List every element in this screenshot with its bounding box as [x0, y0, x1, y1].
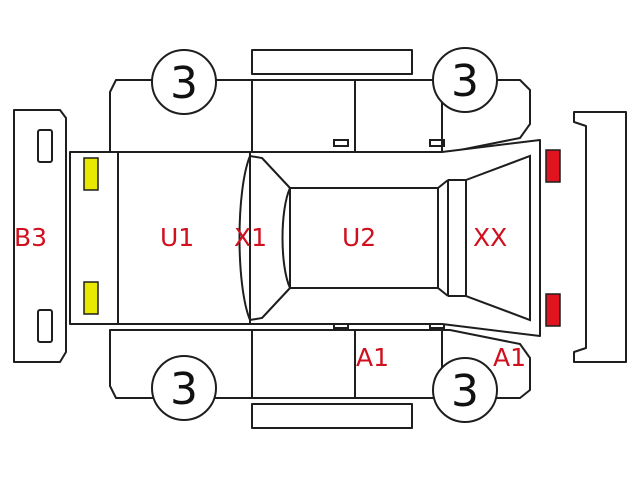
wheel-rear-bottom: 3 [432, 357, 498, 423]
rear-bumper [573, 111, 627, 363]
wheel-front-bottom: 3 [151, 355, 217, 421]
code-rear-glass: XX [473, 223, 507, 252]
front-bumper [13, 109, 67, 363]
wheel-rear-bottom-count: 3 [451, 366, 479, 417]
rear-lamp-bottom [545, 293, 561, 327]
wheel-front-top: 3 [151, 49, 217, 115]
top-view-body [69, 139, 541, 337]
code-front-pillar: X1 [234, 223, 267, 252]
wheel-rear-top-count: 3 [451, 56, 479, 107]
front-lamp-bottom [83, 281, 99, 315]
rear-lamp-top [545, 149, 561, 183]
wheel-rear-top: 3 [432, 47, 498, 113]
code-front-bumper: B3 [14, 223, 47, 252]
code-rear-fender-lower: A1 [493, 343, 526, 372]
code-hood: U1 [160, 223, 194, 252]
wheel-front-top-count: 3 [170, 58, 198, 109]
code-rear-door-lower: A1 [356, 343, 389, 372]
front-lamp-top [83, 157, 99, 191]
code-roof: U2 [342, 223, 376, 252]
wheel-front-bottom-count: 3 [170, 364, 198, 415]
